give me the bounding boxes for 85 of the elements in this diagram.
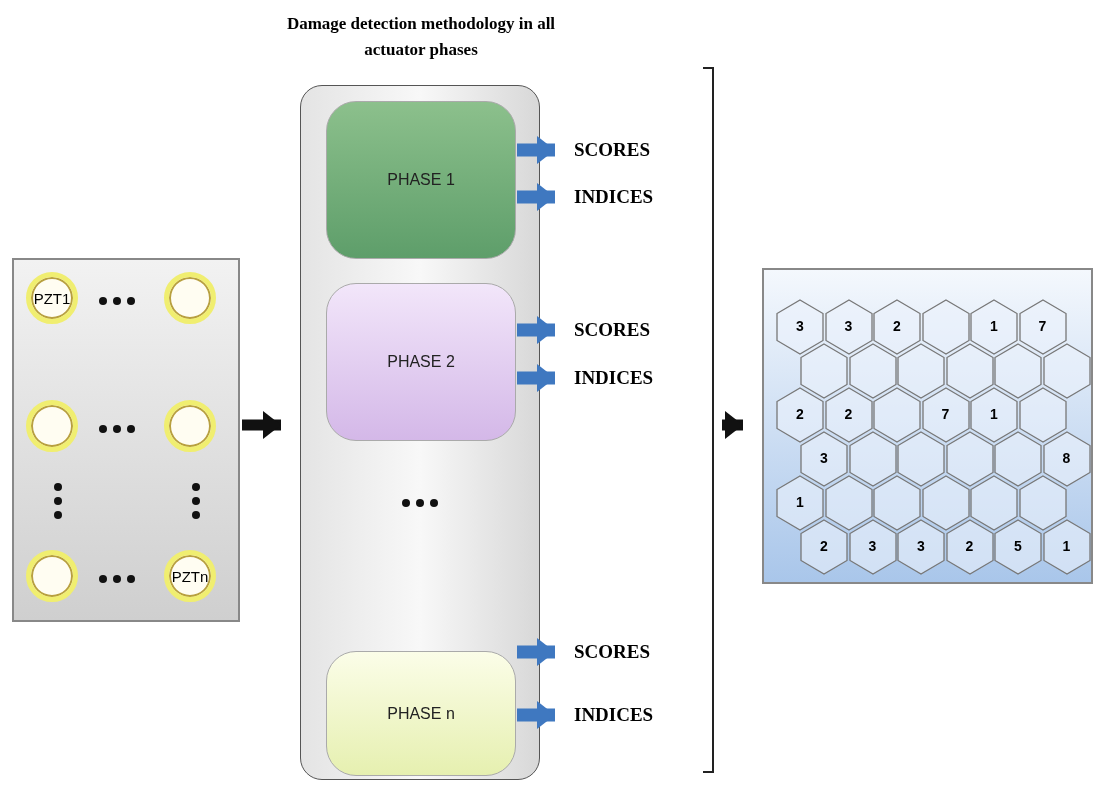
hexagon-cell (1018, 475, 1067, 531)
hexagon-cell (945, 343, 994, 399)
hexagon-cell (994, 431, 1042, 487)
phase-label: PHASE 2 (387, 353, 455, 371)
cell-number: 7 (940, 406, 951, 422)
cell-number: 3 (916, 538, 926, 554)
cell-number: 1 (989, 318, 999, 334)
cell-number: 2 (964, 538, 975, 554)
hexagon-cell (848, 343, 897, 399)
output-label: SCORES (574, 138, 651, 162)
cell-number: 1 (989, 406, 999, 422)
output-label: INDICES (574, 366, 654, 390)
output-label: SCORES (574, 640, 651, 664)
cell-number: 3 (843, 318, 854, 334)
hexagon-cell (970, 475, 1018, 531)
output-label: INDICES (574, 703, 654, 727)
hexagon-cell (776, 475, 824, 531)
cell-number: 3 (867, 538, 878, 554)
hexagon-cell (970, 387, 1018, 443)
hexagon-cell (945, 431, 994, 487)
hexagon-cell (800, 519, 848, 575)
cell-number: 2 (843, 406, 854, 422)
sensor-circle (164, 272, 216, 324)
damage-map-panel (762, 268, 1093, 584)
hexagon-cell (848, 431, 897, 487)
hexagon-cell (1042, 343, 1091, 399)
hexagon-cell (873, 299, 921, 355)
hexagon-cell (776, 299, 824, 355)
arrow (517, 364, 555, 392)
sensor-circle (164, 400, 216, 452)
sensor-label: PZT1 (33, 289, 71, 307)
phase-box (326, 283, 516, 441)
cell-number: 2 (892, 318, 902, 334)
arrow (242, 411, 281, 439)
cell-number: 1 (795, 494, 805, 510)
phase-label: PHASE 1 (387, 171, 455, 189)
hexagon-cell (1018, 299, 1067, 355)
cell-number: 8 (1061, 450, 1072, 466)
hexagon-cell (970, 299, 1018, 355)
hexagon-cell (1042, 431, 1091, 487)
output-label: SCORES (574, 318, 651, 342)
cell-number: 2 (795, 406, 805, 422)
hexagon-cell (873, 475, 921, 531)
sensor-circle (26, 400, 78, 452)
hexagon-cell (800, 343, 848, 399)
arrow (517, 136, 555, 164)
hexagon-cell (1018, 387, 1067, 443)
hexagon-cell (994, 519, 1042, 575)
container-title: Damage detection methodology in all actuator phases (285, 13, 557, 61)
hexagon-cell (897, 431, 945, 487)
cell-number: 2 (819, 538, 829, 554)
hexagon-cell (921, 299, 970, 355)
hexagon-cell (824, 299, 873, 355)
hexagon-cell (1042, 519, 1091, 575)
phase-label: PHASE n (387, 704, 455, 723)
hexagon-cell (800, 431, 848, 487)
sensor-panel (12, 258, 240, 622)
hexagon-cell (945, 519, 994, 575)
hexagon-cell (824, 387, 873, 443)
hexagon-cell (921, 475, 970, 531)
cell-number: 3 (795, 318, 805, 334)
arrow (517, 638, 555, 666)
phase-box (326, 651, 516, 776)
sensor-circle (26, 550, 78, 602)
cell-number: 5 (1013, 538, 1023, 554)
hexagon-cell (824, 475, 873, 531)
cell-number: 1 (1061, 538, 1072, 554)
arrow (517, 183, 555, 211)
hexagon-cell (921, 387, 970, 443)
output-label: INDICES (574, 185, 654, 209)
cell-number: 3 (819, 450, 829, 466)
cell-number: 7 (1037, 318, 1048, 334)
sensor-circle (164, 550, 216, 602)
arrow (517, 701, 555, 729)
phase-box (326, 101, 516, 259)
arrow (722, 411, 743, 439)
hexagon-cell (873, 387, 921, 443)
sensor-label: PZTn (171, 567, 209, 585)
hexagon-cell (848, 519, 897, 575)
arrow (517, 316, 555, 344)
hexagon-cell (776, 387, 824, 443)
hexagon-cell (897, 519, 945, 575)
sensor-circle (26, 272, 78, 324)
hexagon-cell (994, 343, 1042, 399)
hexagon-cell (897, 343, 945, 399)
